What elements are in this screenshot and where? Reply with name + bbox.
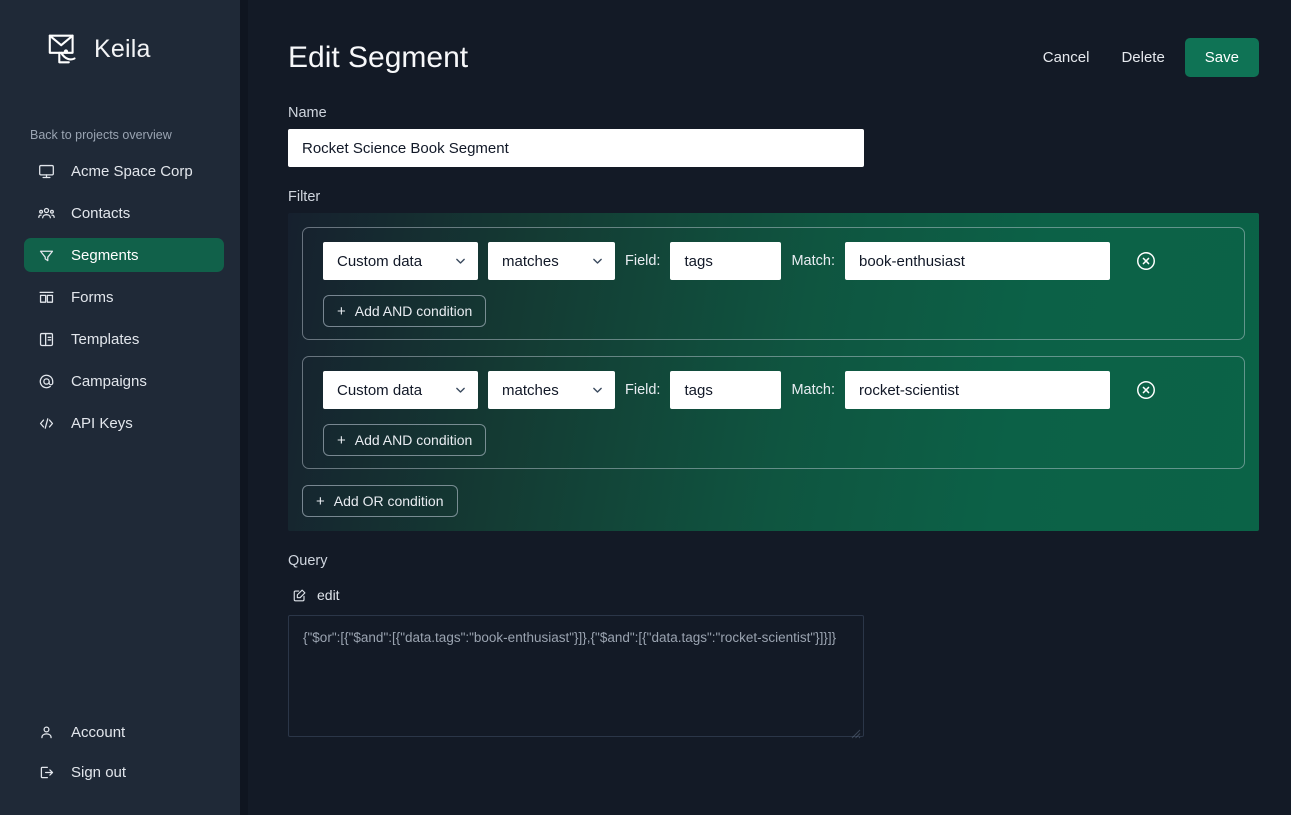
filter-or-group: Custom data matches Field: Match: [302,356,1245,469]
condition-operator-select-wrap: matches [488,242,615,280]
edit-query-button[interactable]: edit [292,583,340,607]
sidebar-item-forms[interactable]: Forms [24,280,224,314]
circle-x-icon [1137,381,1155,399]
query-textarea[interactable]: {"$or":[{"$and":[{"data.tags":"book-enth… [288,615,864,737]
condition-type-select-wrap: Custom data [323,242,478,280]
name-label: Name [288,105,327,121]
cancel-button[interactable]: Cancel [1031,41,1102,74]
query-section: Query edit {"$or":[{"$and":[{"data.tags"… [288,553,1258,742]
condition-operator-select[interactable]: matches [488,371,615,409]
condition-type-select-wrap: Custom data [323,371,478,409]
header-actions: Cancel Delete Save [1031,38,1259,77]
sidebar-item-account[interactable]: Account [24,715,224,749]
user-icon [38,724,55,741]
condition-match-input[interactable] [844,242,1110,280]
remove-condition-button[interactable] [1134,378,1158,402]
sidebar-item-campaigns[interactable]: Campaigns [24,364,224,398]
sidebar-item-label: Contacts [71,204,131,222]
sign-out-icon [38,764,55,781]
sidebar-item-label: Forms [71,288,114,306]
match-label: Match: [791,253,835,269]
plus-icon: + [337,302,346,320]
code-brackets-icon [38,415,55,432]
query-label: Query [288,553,328,569]
field-label: Field: [625,382,661,398]
sidebar-item-label: Templates [71,330,140,348]
plus-icon: + [316,492,325,510]
condition-match-input[interactable] [844,371,1110,409]
filter-condition-row: Custom data matches Field: Match: [323,242,1232,280]
add-and-condition-label: Add AND condition [354,303,473,319]
condition-operator-select[interactable]: matches [488,242,615,280]
add-and-condition-button[interactable]: + Add AND condition [323,295,487,327]
monitor-icon [38,163,55,180]
condition-field-input[interactable] [670,242,782,280]
filter-funnel-icon [38,247,55,264]
condition-type-select[interactable]: Custom data [323,242,478,280]
sidebar-item-label: API Keys [71,414,133,432]
sidebar-item-api-keys[interactable]: API Keys [24,406,224,440]
template-icon [38,331,55,348]
filter-label: Filter [288,189,321,205]
query-textarea-holder: {"$or":[{"$and":[{"data.tags":"book-enth… [288,615,864,742]
match-label: Match: [791,382,835,398]
sidebar-nav: Acme Space Corp Contacts [0,154,248,446]
condition-type-select[interactable]: Custom data [323,371,478,409]
filter-panel: Custom data matches Field: Match: [288,213,1259,531]
page-title: Edit Segment [288,40,469,74]
circle-x-icon [1137,252,1155,270]
sidebar-item-contacts[interactable]: Contacts [24,196,224,230]
add-and-condition-button[interactable]: + Add AND condition [323,424,487,456]
condition-field-input[interactable] [670,371,782,409]
field-label: Field: [625,253,661,269]
sidebar-item-label: Sign out [71,763,127,781]
save-button[interactable]: Save [1184,38,1259,77]
condition-operator-select-wrap: matches [488,371,615,409]
sidebar: Keila Back to projects overview Acme Spa… [0,0,248,815]
sidebar-item-label: Campaigns [71,372,147,390]
brand-name: Keila [94,34,151,63]
add-or-condition-button[interactable]: + Add OR condition [302,485,458,517]
pencil-square-icon [292,588,307,603]
envelope-pencil-icon [46,30,84,68]
brand[interactable]: Keila [0,0,248,68]
edit-query-label: edit [317,587,340,603]
sidebar-item-sign-out[interactable]: Sign out [24,755,224,789]
plus-icon: + [337,431,346,449]
add-or-condition-label: Add OR condition [333,493,444,509]
remove-condition-button[interactable] [1134,249,1158,273]
back-to-projects-link[interactable]: Back to projects overview [30,128,172,142]
delete-button[interactable]: Delete [1109,41,1176,74]
sidebar-item-label: Segments [71,246,139,264]
add-and-condition-label: Add AND condition [354,432,473,448]
filter-or-group: Custom data matches Field: Match: [302,227,1245,340]
segment-form: Name Filter Custom data [248,105,1291,742]
segment-name-input[interactable] [288,129,864,167]
sidebar-item-label: Acme Space Corp [71,162,193,180]
page-header: Edit Segment Cancel Delete Save [248,0,1291,77]
sidebar-item-segments[interactable]: Segments [24,238,224,272]
at-sign-icon [38,373,55,390]
users-icon [38,205,55,222]
sidebar-bottom-nav: Account Sign out [0,715,248,815]
forms-icon [38,289,55,306]
sidebar-item-label: Account [71,723,126,741]
filter-condition-row: Custom data matches Field: Match: [323,371,1232,409]
sidebar-item-templates[interactable]: Templates [24,322,224,356]
sidebar-spacer [0,446,248,715]
sidebar-item-acme-space-corp[interactable]: Acme Space Corp [24,154,224,188]
main-content: Edit Segment Cancel Delete Save Name Fil… [248,0,1291,815]
